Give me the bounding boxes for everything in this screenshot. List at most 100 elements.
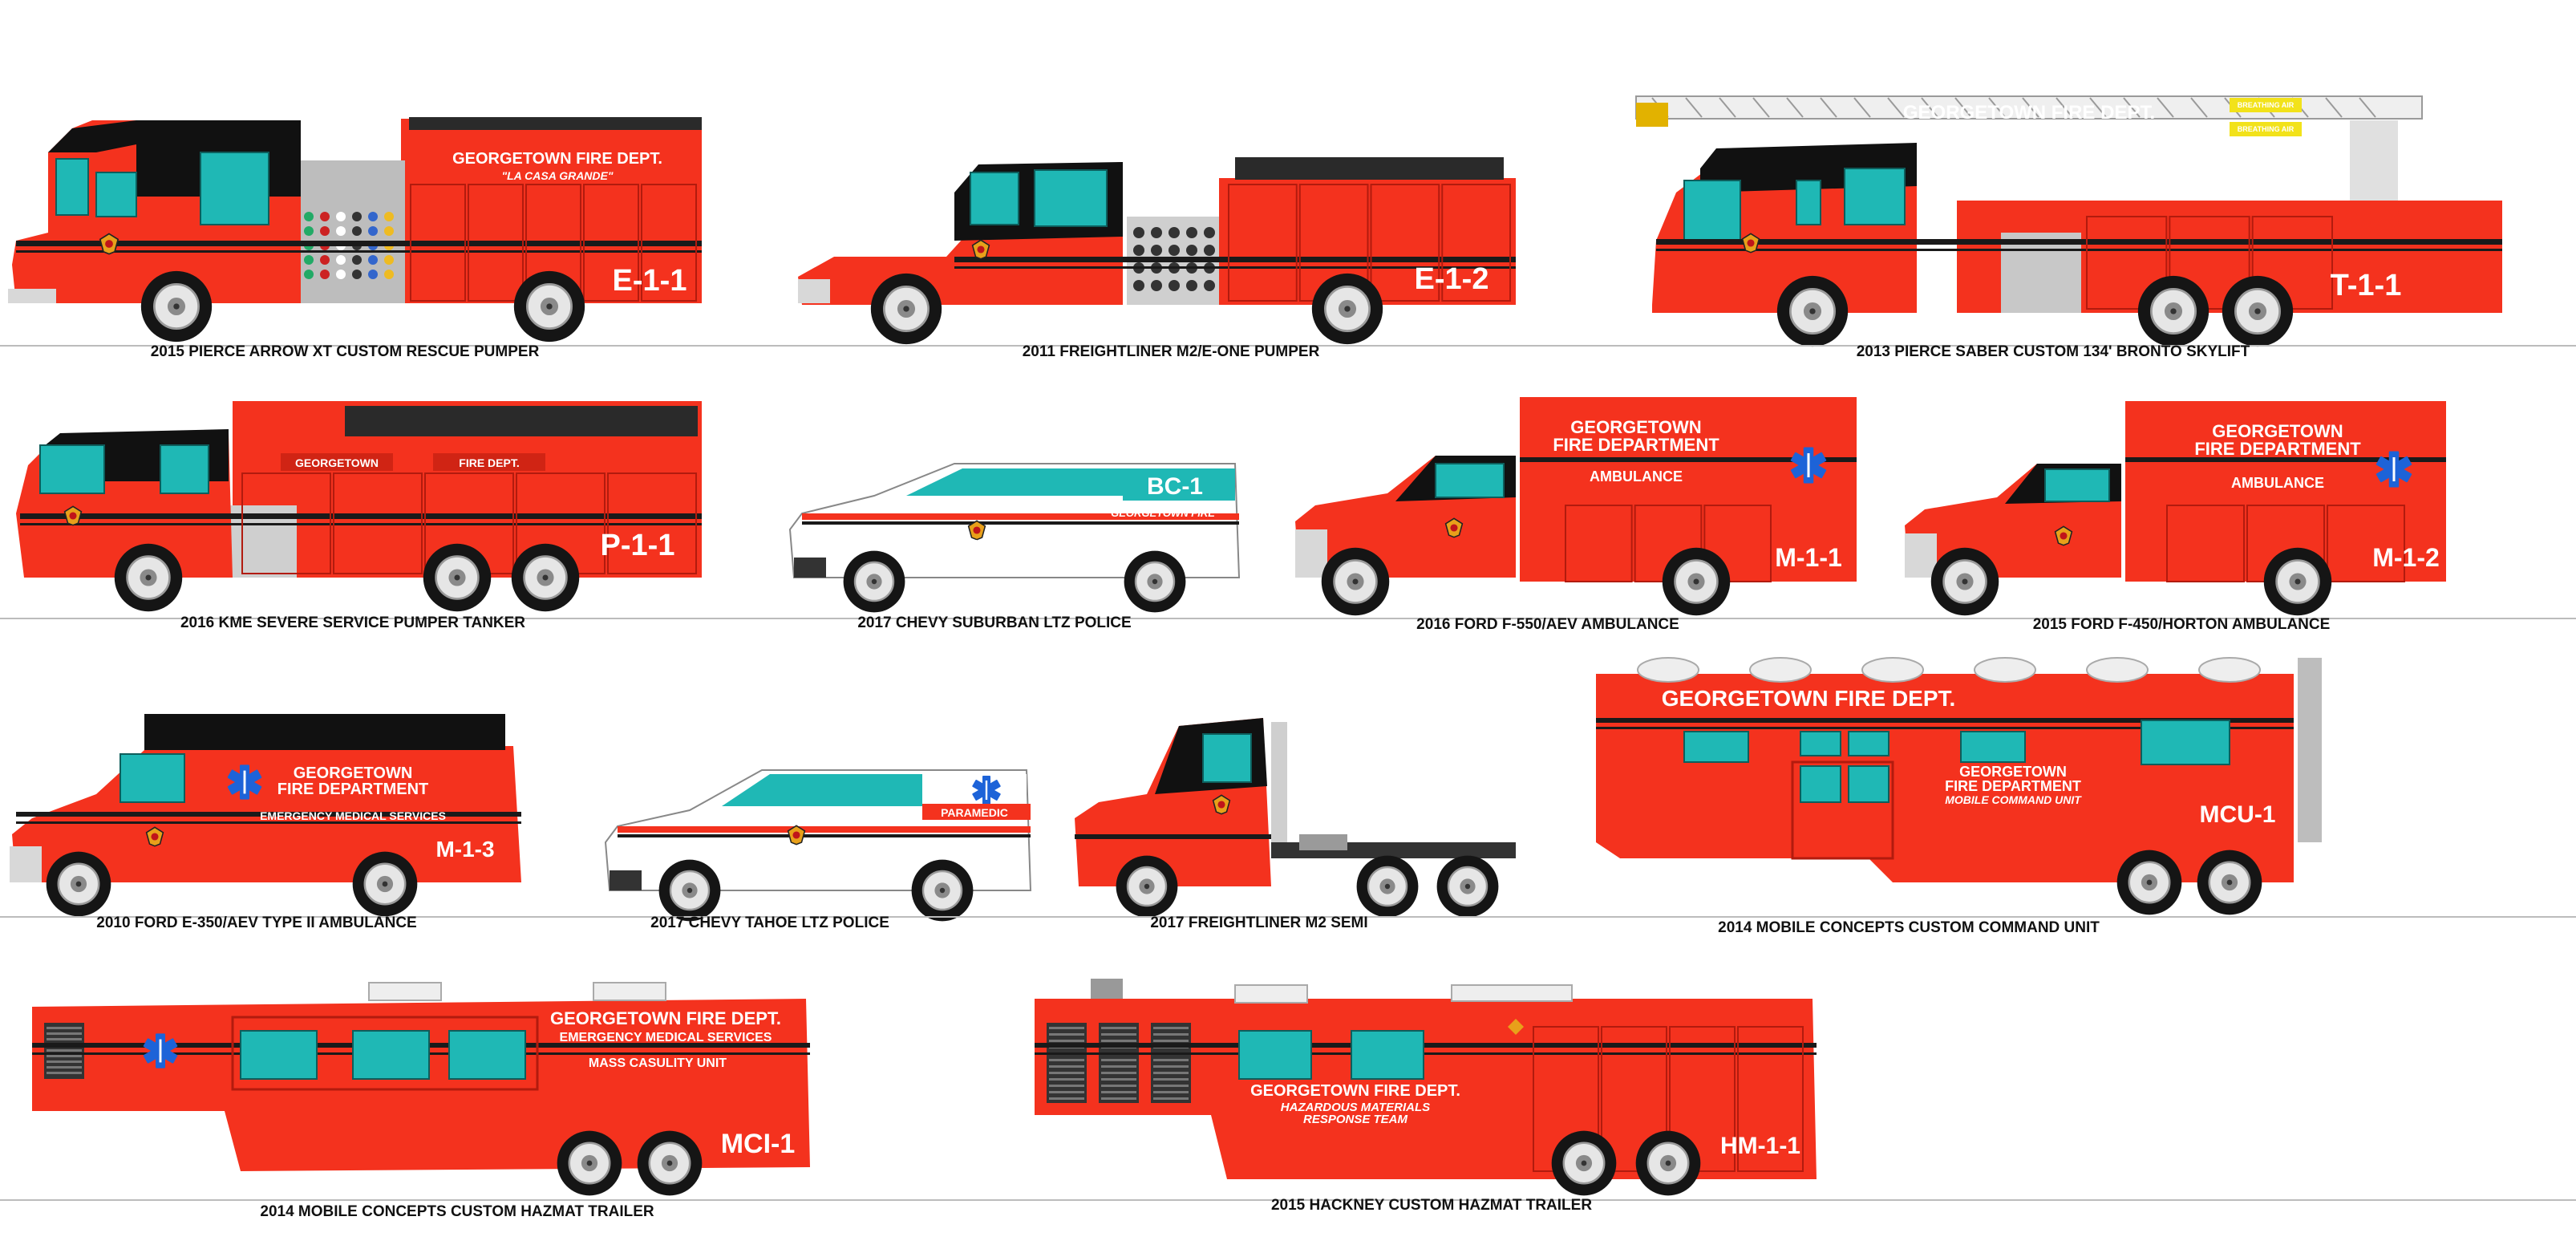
vehicle-caption: 2013 PIERCE SABER CUSTOM 134' BRONTO SKY…	[1856, 343, 2250, 360]
model-badge: TAHOE	[788, 846, 816, 854]
vehicle-trailer-hm-1-1: GEORGETOWN FIRE DEPT.HAZARDOUS MATERIALS…	[1035, 979, 1817, 1197]
van-lettering: FIRE DEPARTMENT	[277, 781, 429, 798]
vehicle-rescue-pumper-e-1-1: GEORGETOWN FIRE DEPT."LA CASA GRANDE" E-1…	[8, 117, 702, 343]
wheel	[658, 858, 722, 923]
trailer-lettering: MASS CASULITY UNIT	[589, 1056, 727, 1070]
wheel	[2116, 849, 2183, 916]
vehicle-pumper-e-1-2: E-1-2	[798, 157, 1516, 346]
vehicle-semi-tractor	[1075, 718, 1516, 919]
van-lettering: EMERGENCY MEDICAL SERVICES	[260, 809, 446, 822]
trailer-lettering: EMERGENCY MEDICAL SERVICES	[560, 1031, 772, 1044]
panel-label: BREATHING AIR	[2238, 101, 2295, 109]
unit-number: M-1-1	[1775, 543, 1842, 572]
wheel	[1436, 854, 1500, 919]
vehicle-caption: 2015 FORD F-450/HORTON AMBULANCE	[2032, 616, 2331, 633]
wheel	[1355, 854, 1420, 919]
ground-line	[0, 916, 2576, 918]
wheel	[510, 542, 581, 613]
trailer-lettering: RESPONSE TEAM	[1303, 1113, 1408, 1126]
van-lettering: GEORGETOWN	[294, 764, 413, 782]
ground-line	[0, 1199, 2576, 1201]
unit-number: MCU-1	[2200, 801, 2276, 828]
vehicle-caption: 2010 FORD E-350/AEV TYPE II AMBULANCE	[96, 914, 417, 931]
side-lettering: MOBILE COMMAND UNIT	[1945, 793, 2082, 806]
side-lettering: FIRE DEPARTMENT	[1945, 778, 2081, 794]
wheel	[636, 1129, 703, 1197]
wheel	[1320, 546, 1391, 617]
door-lettering: GEORGETOWN FIRE DEPT.	[452, 150, 662, 168]
box-lettering: FIRE DEPARTMENT	[1553, 435, 1719, 455]
wheel	[2196, 849, 2263, 916]
side-lettering: GEORGETOWN FIRE	[1111, 507, 1215, 519]
wheel	[512, 270, 586, 343]
vehicle-trailer-mci-1: GEORGETOWN FIRE DEPT. EMERGENCY MEDICAL S…	[32, 982, 810, 1197]
wheel	[1634, 1129, 1702, 1197]
unit-number: MCI-1	[721, 1129, 796, 1159]
wheel	[2137, 274, 2210, 348]
wheel	[351, 850, 419, 918]
wheel	[2262, 546, 2333, 617]
wheel	[140, 270, 213, 343]
vehicle-skylift-t-1-1: BREATHING AIR BREATHING AIR GEORGETOWN FIR…	[1635, 95, 2502, 348]
vehicle-caption: 2015 PIERCE ARROW XT CUSTOM RESCUE PUMPE…	[150, 343, 540, 360]
boom-lettering: GEORGETOWN FIRE DEPT.	[1903, 102, 2155, 124]
vehicle-caption: 2016 FORD F-550/AEV AMBULANCE	[1416, 616, 1679, 633]
side-lettering: GEORGETOWN	[1959, 764, 2067, 780]
wheel	[1123, 549, 1187, 614]
side-lettering: GEORGETOWN	[295, 456, 379, 469]
vehicle-caption: 2011 FREIGHTLINER M2/E-ONE PUMPER	[1022, 343, 1320, 360]
wheel	[1930, 546, 2000, 617]
unit-number: T-1-1	[2331, 269, 2402, 302]
unit-number: M-1-2	[2372, 543, 2440, 572]
vehicle-caption: 2015 HACKNEY CUSTOM HAZMAT TRAILER	[1270, 1197, 1593, 1214]
model-badge: SUBURBAN	[931, 539, 977, 548]
box-lettering: AMBULANCE	[2231, 475, 2324, 491]
ground-line	[0, 345, 2576, 347]
unit-number: E-1-2	[1415, 262, 1489, 296]
vehicle-caption: 2016 KME SEVERE SERVICE PUMPER TANKER	[180, 614, 526, 631]
wheel	[1661, 546, 1732, 617]
panel-label: BREATHING AIR	[2238, 125, 2295, 133]
top-lettering: GEORGETOWN FIRE DEPT.	[1662, 686, 1956, 711]
wheel	[1115, 854, 1179, 919]
vehicle-caption: 2017 CHEVY TAHOE LTZ POLICE	[650, 914, 889, 931]
wheel	[2221, 274, 2295, 348]
box-lettering: GEORGETOWN	[1570, 417, 1701, 437]
wheel	[910, 858, 974, 923]
wheel	[842, 549, 906, 614]
vehicle-caption: 2017 CHEVY SUBURBAN LTZ POLICE	[857, 614, 1132, 631]
unit-number: P-1-1	[601, 529, 675, 562]
wheel	[1776, 274, 1849, 348]
wheel	[869, 272, 943, 346]
vehicle-caption: 2014 MOBILE CONCEPTS CUSTOM HAZMAT TRAIL…	[260, 1203, 654, 1220]
ground-line	[0, 618, 2576, 619]
vehicle-pumper-tanker-p-1-1: GEORGETOWN FIRE DEPT. P-1-1	[16, 401, 702, 613]
unit-number: E-1-1	[613, 264, 687, 298]
vehicle-caption: 2014 MOBILE CONCEPTS CUSTOM COMMAND UNIT	[1718, 919, 2100, 936]
wheel	[113, 542, 184, 613]
unit-number: BC-1	[1147, 473, 1203, 500]
box-lettering: GEORGETOWN	[2212, 421, 2343, 441]
door-lettering: "LA CASA GRANDE"	[501, 169, 613, 182]
box-lettering: AMBULANCE	[1590, 468, 1683, 485]
unit-number: M-1-3	[435, 837, 494, 862]
side-lettering: FIRE DEPT.	[459, 456, 519, 469]
trailer-lettering: GEORGETOWN FIRE DEPT.	[550, 1008, 781, 1028]
wheel	[1310, 272, 1384, 346]
box-lettering: FIRE DEPARTMENT	[2194, 439, 2361, 459]
wheel	[422, 542, 492, 613]
unit-number: HM-1-1	[1720, 1133, 1800, 1159]
vehicle-caption: 2017 FREIGHTLINER M2 SEMI	[1150, 914, 1368, 931]
wheel	[556, 1129, 623, 1197]
trailer-lettering: GEORGETOWN FIRE DEPT.	[1250, 1082, 1460, 1100]
wheel	[1550, 1129, 1618, 1197]
wheel	[45, 850, 112, 918]
trailer-lettering: HAZARDOUS MATERIALS	[1281, 1101, 1430, 1114]
